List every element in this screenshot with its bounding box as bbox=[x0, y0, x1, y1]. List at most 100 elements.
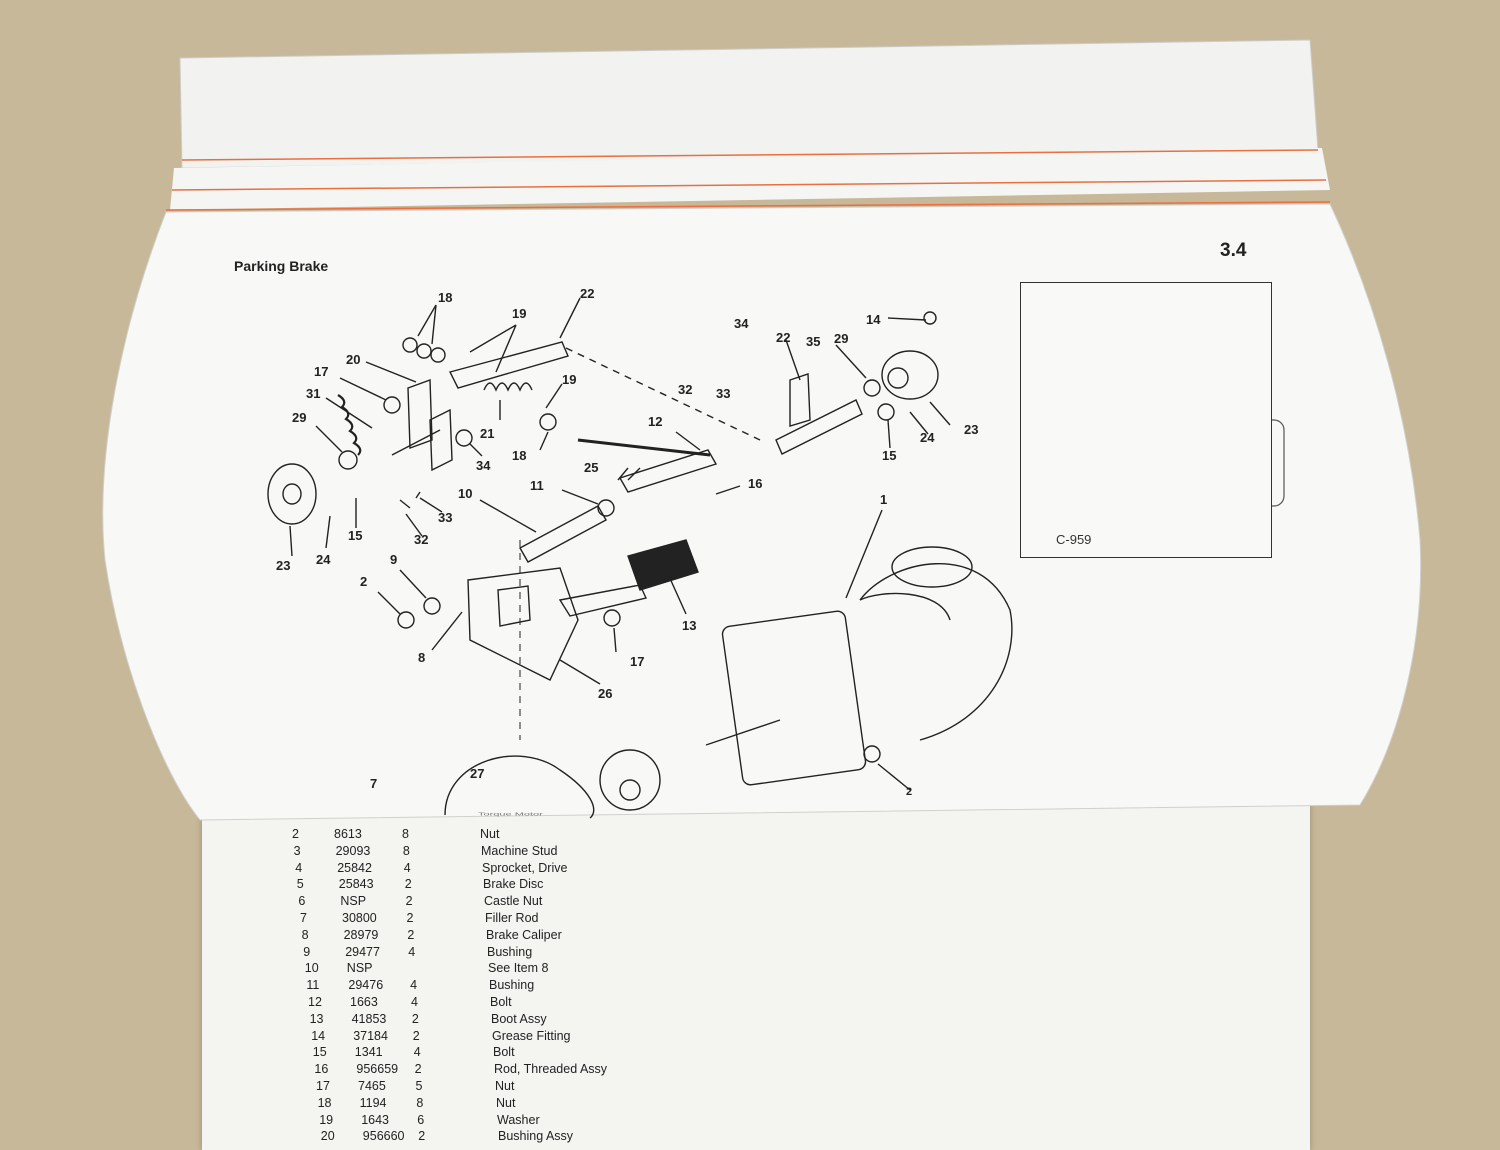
table-cell-desc: Bolt bbox=[490, 995, 512, 1009]
table-cell-qty: 2 bbox=[411, 1011, 419, 1026]
table-cell-item: 17 bbox=[316, 1079, 330, 1093]
table-cell-part: 25843 bbox=[338, 877, 374, 892]
callout-label: 13 bbox=[682, 618, 697, 633]
cut-off-row-text: Torque Motor bbox=[478, 812, 543, 817]
table-cell-item: 11 bbox=[306, 978, 320, 993]
table-cell-desc: Machine Stud bbox=[481, 843, 558, 858]
callout-label: 33 bbox=[438, 510, 453, 525]
table-cell-desc: Nut bbox=[495, 1079, 515, 1093]
callout-label: 24 bbox=[920, 430, 935, 445]
callout-label: 33 bbox=[716, 386, 731, 401]
callout-label: 8 bbox=[418, 650, 426, 665]
table-cell-part: 41853 bbox=[351, 1011, 387, 1026]
table-cell-qty: 2 bbox=[404, 877, 412, 892]
table-cell-qty: 8 bbox=[416, 1095, 424, 1110]
table-cell-desc: Brake Disc bbox=[483, 877, 544, 892]
table-cell-part: 37184 bbox=[353, 1028, 388, 1043]
table-cell-desc: Rod, Threaded Assy bbox=[494, 1062, 608, 1077]
table-row: 16 956659 2 Rod, Threaded Assy bbox=[202, 1062, 1310, 1079]
table-cell-item: 18 bbox=[317, 1095, 332, 1110]
callout-label: 34 bbox=[734, 316, 749, 331]
table-cell-part: 25842 bbox=[337, 860, 372, 875]
diagram-page bbox=[102, 39, 1422, 821]
callout-label: 12 bbox=[648, 414, 663, 429]
table-cell-part: 1663 bbox=[350, 995, 378, 1009]
table-cell-item: 14 bbox=[311, 1028, 326, 1043]
table-cell-item: 9 bbox=[303, 944, 311, 959]
table-cell-desc: Bushing bbox=[487, 944, 533, 959]
callout-label: 11 bbox=[530, 478, 544, 493]
machine-location-inset: C-959 bbox=[1020, 282, 1272, 558]
callout-label: 15 bbox=[882, 448, 897, 463]
table-cell-qty: 2 bbox=[414, 1062, 422, 1077]
callout-label: 1 bbox=[880, 492, 888, 507]
callout-label: 9 bbox=[390, 552, 398, 567]
table-cell-desc: Nut bbox=[496, 1095, 516, 1110]
table-cell-part: 28979 bbox=[343, 927, 379, 942]
table-cell-qty: 6 bbox=[417, 1112, 425, 1127]
callout-label: 16 bbox=[748, 476, 763, 491]
callout-label: 32 bbox=[678, 382, 693, 397]
section-number: 3.4 bbox=[1220, 240, 1247, 261]
callout-label: 17 bbox=[630, 654, 645, 669]
table-cell-desc: Nut bbox=[480, 827, 500, 841]
callout-label: 7 bbox=[370, 776, 378, 791]
callout-label: 29 bbox=[292, 410, 307, 425]
table-cell-item: 6 bbox=[298, 894, 306, 909]
callout-label: 14 bbox=[866, 312, 881, 327]
callout-label: 19 bbox=[562, 372, 577, 387]
table-cell-part: 30800 bbox=[342, 911, 377, 925]
table-cell-desc: Boot Assy bbox=[491, 1011, 547, 1026]
table-cell-item: 20 bbox=[320, 1129, 335, 1144]
table-cell-item: 15 bbox=[312, 1045, 327, 1060]
page-title: Parking Brake bbox=[234, 258, 329, 274]
table-cell-qty: 2 bbox=[405, 894, 413, 909]
table-cell-item: 19 bbox=[319, 1112, 334, 1127]
table-cell-item: 16 bbox=[314, 1062, 329, 1077]
callout-label: 32 bbox=[414, 532, 429, 547]
table-cell-qty: 2 bbox=[407, 927, 415, 942]
callout-label: 18 bbox=[512, 448, 527, 463]
callout-label: 31 bbox=[306, 386, 321, 401]
table-cell-part: 1643 bbox=[361, 1112, 389, 1127]
callout-label: 10 bbox=[458, 486, 473, 501]
table-cell-desc: See Item 8 bbox=[488, 961, 549, 976]
table-cell-qty: 4 bbox=[408, 944, 416, 959]
callout-label: 15 bbox=[348, 528, 363, 543]
table-row: 8 28979 2 Brake Caliper bbox=[202, 928, 1310, 945]
table-cell-qty: 2 bbox=[406, 911, 414, 925]
table-cell-qty: 8 bbox=[402, 827, 409, 841]
callout-label: 17 bbox=[314, 364, 329, 379]
callout-label: 22 bbox=[580, 286, 595, 301]
table-cell-desc: Castle Nut bbox=[484, 894, 543, 909]
table-cell-part: 7465 bbox=[358, 1079, 386, 1093]
table-cell-desc: Grease Fitting bbox=[492, 1028, 571, 1043]
table-cell-part: 956660 bbox=[362, 1129, 405, 1144]
callout-label: 19 bbox=[512, 306, 527, 321]
callout-label: 21 bbox=[480, 426, 495, 441]
table-cell-item: 7 bbox=[300, 911, 307, 925]
table-cell-part: 8613 bbox=[334, 827, 362, 841]
callout-label: 23 bbox=[964, 422, 979, 437]
callout-label: 23 bbox=[276, 558, 291, 573]
callout-label: 24 bbox=[316, 552, 331, 567]
table-cell-qty: 2 bbox=[418, 1129, 426, 1144]
table-cell-part: 29476 bbox=[348, 978, 384, 993]
table-cell-part: 956659 bbox=[356, 1062, 399, 1077]
table-cell-item: 8 bbox=[301, 927, 309, 942]
table-cell-desc: Bushing bbox=[489, 978, 535, 993]
table-cell-qty: 4 bbox=[413, 1045, 421, 1060]
callout-label: 26 bbox=[598, 686, 613, 701]
table-cell-item: 10 bbox=[304, 961, 319, 976]
table-cell-item: 5 bbox=[296, 877, 304, 892]
callout-label: 29 bbox=[834, 331, 849, 346]
table-cell-desc: Brake Caliper bbox=[486, 927, 562, 942]
